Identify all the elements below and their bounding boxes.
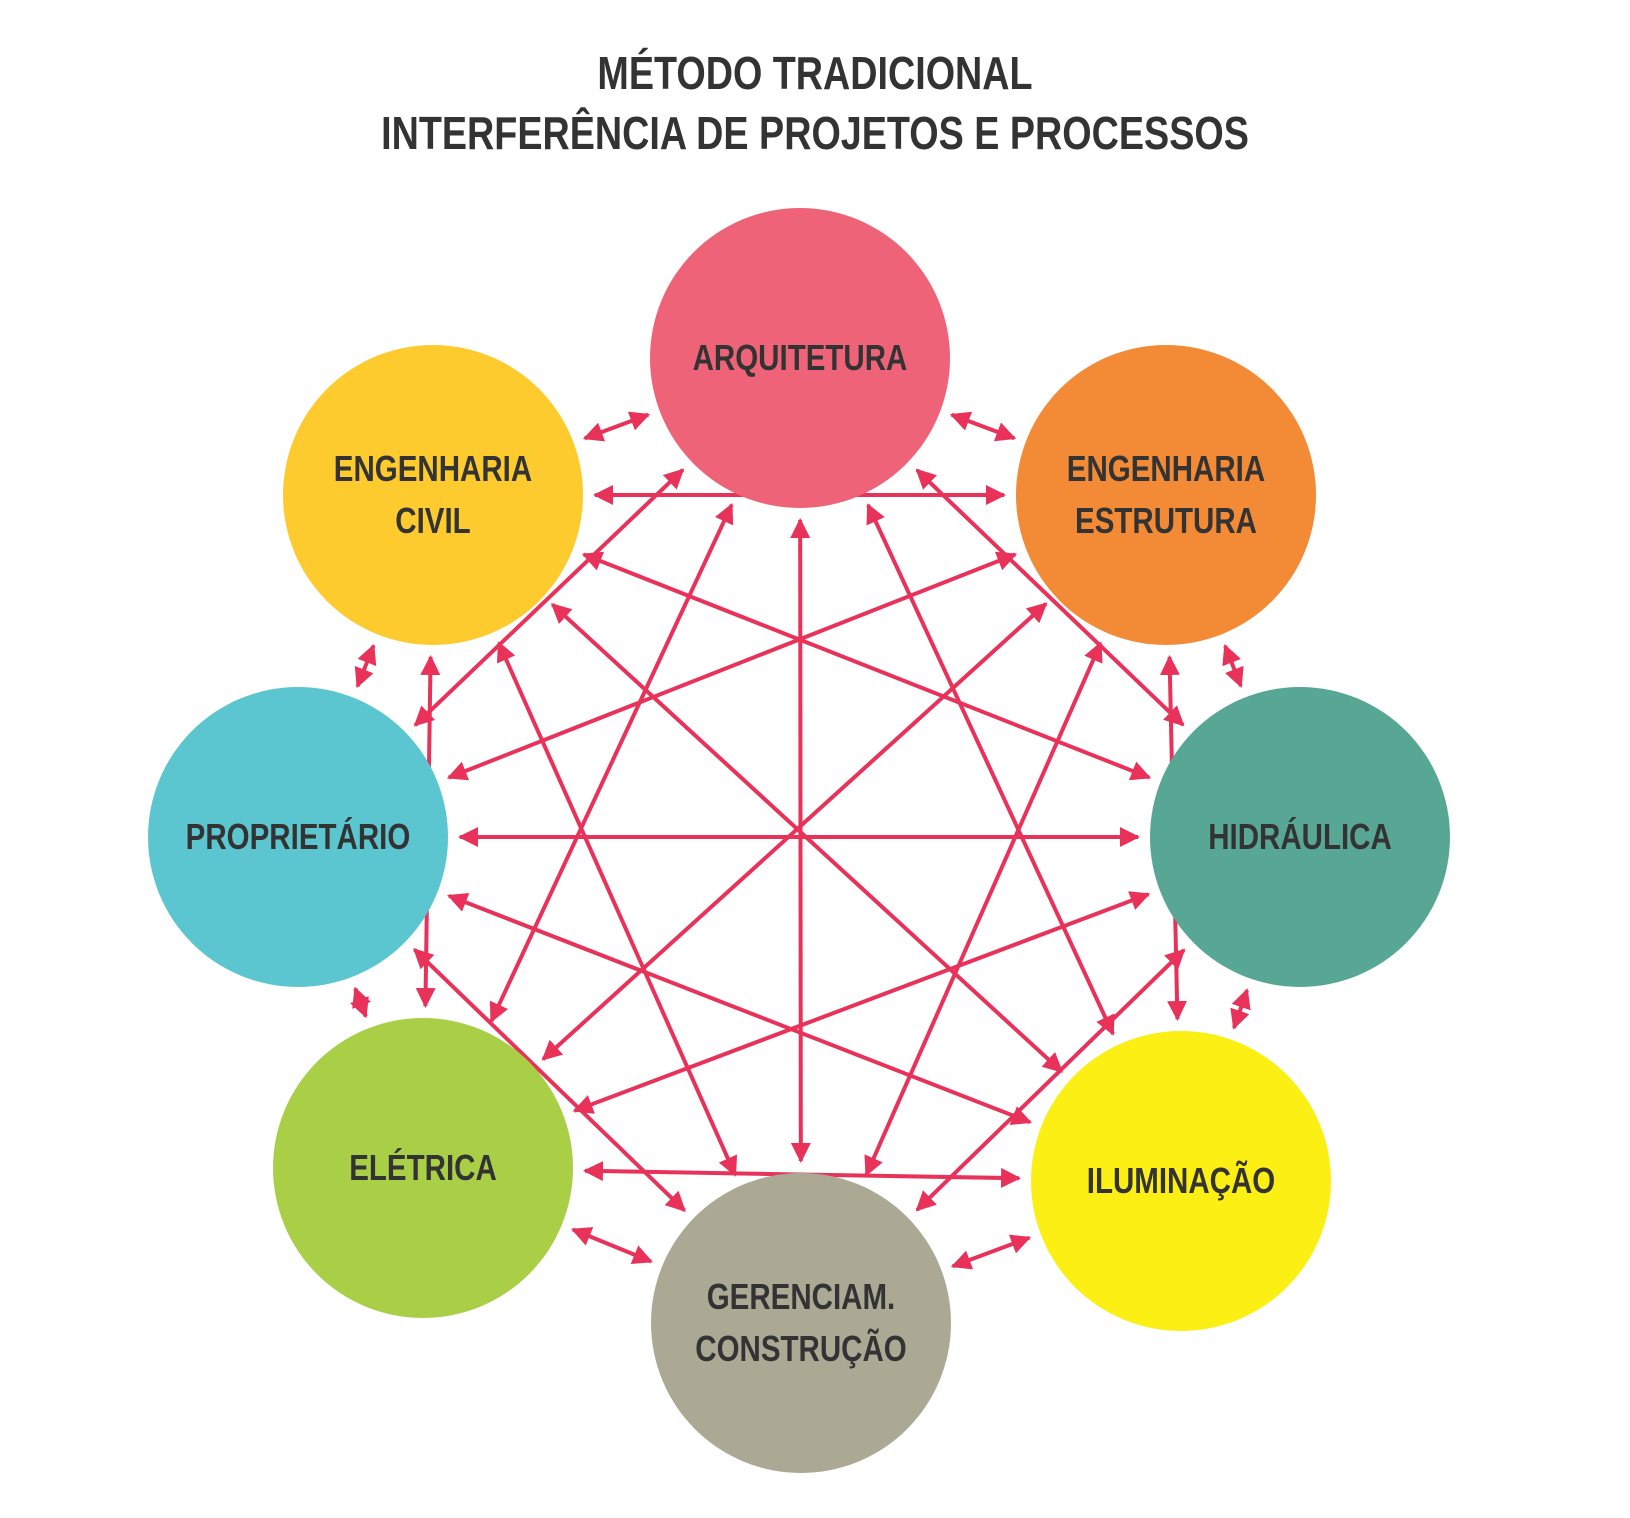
connection-arrow-engenharia-estrutura-hidraulica — [1222, 643, 1244, 689]
node-label: ENGENHARIA — [1067, 448, 1265, 488]
connection-arrow-arquitetura-engenharia-estrutura — [949, 411, 1017, 442]
node-circle — [148, 687, 448, 987]
connection-arrow-arquitetura-engenharia-civil — [582, 411, 651, 442]
node-circle — [273, 1018, 573, 1318]
connection-arrow-iluminacao-gerenciam-construcao — [950, 1234, 1032, 1270]
node-label: CIVIL — [395, 500, 470, 540]
node-circle — [1031, 1031, 1331, 1331]
connection-arrow-engenharia-estrutura-eletrica — [541, 602, 1048, 1061]
connection-arrow-proprietario-engenharia-civil — [354, 643, 377, 689]
node-label: HIDRÁULICA — [1208, 816, 1392, 856]
node-eletrica: ELÉTRICA — [273, 1018, 573, 1318]
connections — [350, 411, 1251, 1270]
node-hidraulica: HIDRÁULICA — [1150, 687, 1450, 987]
connection-arrow-arquitetura-gerenciam-construcao — [790, 517, 811, 1164]
nodes: ARQUITETURA ENGENHARIA ESTRUTURA HIDRÁULICA… — [148, 208, 1450, 1473]
node-iluminacao: ILUMINAÇÃO — [1031, 1031, 1331, 1331]
node-label: GERENCIAM. — [707, 1276, 896, 1316]
title-line-1: MÉTODO TRADICIONAL — [597, 47, 1033, 99]
title-line-2: INTERFERÊNCIA DE PROJETOS E PROCESSOS — [381, 107, 1249, 159]
node-circle — [1016, 345, 1316, 645]
node-label: PROPRIETÁRIO — [186, 816, 411, 856]
node-circle — [651, 1173, 951, 1473]
node-label: CONSTRUÇÃO — [695, 1328, 906, 1368]
node-arquitetura: ARQUITETURA — [650, 208, 950, 508]
node-label: ESTRUTURA — [1075, 500, 1257, 540]
node-label: ENGENHARIA — [334, 448, 532, 488]
connection-arrow-gerenciam-construcao-eletrica — [571, 1227, 653, 1264]
node-label: ARQUITETURA — [693, 337, 908, 377]
node-circle — [650, 208, 950, 508]
connection-arrow-hidraulica-iluminacao — [1230, 988, 1251, 1030]
node-proprietario: PROPRIETÁRIO — [148, 687, 448, 987]
node-label: ELÉTRICA — [349, 1147, 497, 1187]
node-circle — [1150, 687, 1450, 987]
node-circle — [283, 345, 583, 645]
connection-arrow-eletrica-proprietario — [350, 986, 371, 1019]
node-engenharia-civil: ENGENHARIA CIVIL — [283, 345, 583, 645]
node-label: ILUMINAÇÃO — [1087, 1160, 1276, 1200]
connection-arrow-gerenciam-construcao-engenharia-civil — [496, 641, 738, 1177]
node-gerenciam-construcao: GERENCIAM. CONSTRUÇÃO — [651, 1173, 951, 1473]
node-engenharia-estrutura: ENGENHARIA ESTRUTURA — [1016, 345, 1316, 645]
